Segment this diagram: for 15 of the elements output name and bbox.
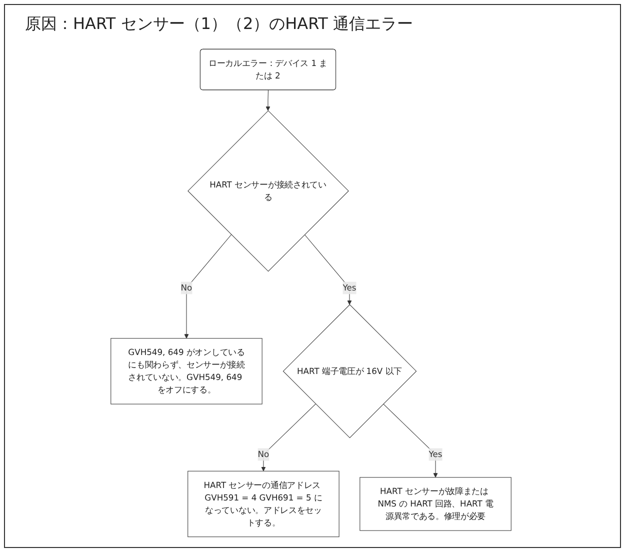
arrow bbox=[184, 234, 232, 339]
arrow bbox=[304, 234, 352, 305]
edge-label: No bbox=[180, 282, 192, 293]
edge-label: Yes bbox=[428, 449, 442, 460]
node-diamond: HART センサーが接続されている bbox=[188, 110, 349, 272]
arrow bbox=[383, 404, 438, 478]
node-box: HART センサーの通信アドレス GVH591 = 4 GVH691 = 5 になっていない。アドレスをセットする。 bbox=[188, 470, 340, 538]
edge-label: No bbox=[258, 449, 270, 460]
edge-label: Yes bbox=[342, 282, 356, 293]
node-box: GVH549, 649 がオンしているにも関わらず、センサーが接続されていない。GVH549, 649 をオフにする。 bbox=[110, 338, 262, 404]
node-box: HART センサーが故障または NMS の HART 回路、HART 電源異常である。修理が必要 bbox=[360, 477, 512, 531]
arrow bbox=[266, 90, 270, 111]
node-diamond: HART 端子電圧が 16V 以下 bbox=[282, 304, 417, 438]
arrow bbox=[261, 404, 316, 472]
cause-note: 原因：HART センサー（1）（2）のHART 通信エラー bbox=[25, 13, 414, 35]
